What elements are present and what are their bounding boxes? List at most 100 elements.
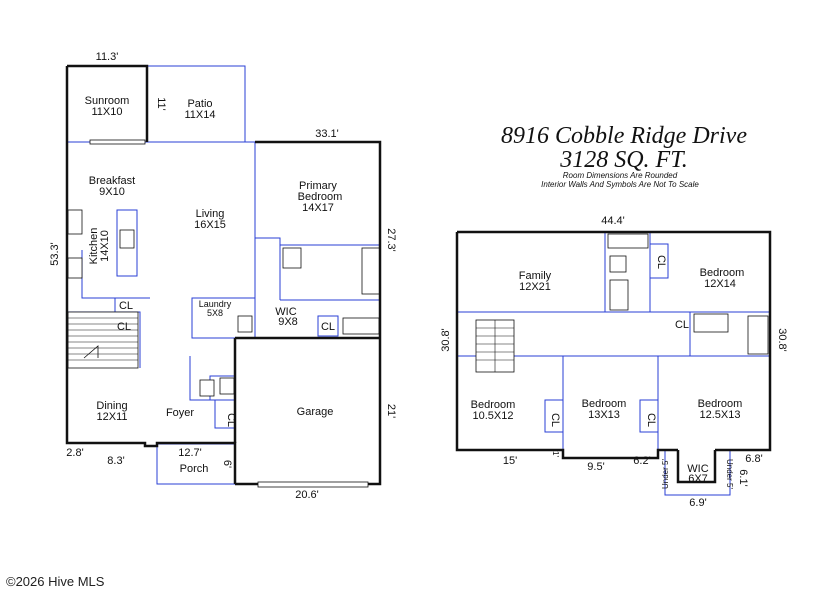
dim-label: 20.6' [295,489,319,501]
bedroom2-name: Bedroom [471,399,516,411]
dim-label: 33.1' [315,128,339,140]
sunroom-slider-door [89,139,146,145]
wall-foyer-closet [214,400,235,429]
garage-door [257,481,369,488]
primary-size: 14X17 [302,202,334,214]
laundry-name: Laundry [199,299,232,309]
vanity-icon-3 [693,313,729,333]
dim-label: 6' [221,460,233,468]
dining-size: 12X11 [97,411,128,423]
wall-wic-ext [676,450,717,484]
under-5-label: Under 5' [661,459,670,489]
dim-label: 44.4' [601,215,625,227]
dim-label: 27.3' [385,228,397,252]
toilet-icon [282,247,302,269]
dim-label: 8.3' [107,455,124,467]
bathtub-icon [607,233,649,249]
family-size: 12X21 [519,281,551,293]
sunroom-name: Sunroom [85,95,130,107]
wic-name: WIC [275,306,296,318]
sqft-title: 3128 SQ. FT. [559,147,688,173]
breakfast-name: Breakfast [89,175,135,187]
family-name: Family [519,270,552,282]
dining-name: Dining [96,400,127,412]
laundry-size: 5X8 [207,308,223,318]
fridge-icon [67,209,83,235]
shower-icon [342,317,380,335]
bedroom1-name: Bedroom [700,267,745,279]
bedroom1-size: 12X14 [704,278,736,290]
closet-label: CL [549,413,561,427]
porch-name: Porch [180,463,209,475]
bed3-closet-outline [639,399,659,433]
dim-label: 15' [503,455,517,467]
patio-name: Patio [187,98,212,110]
first-floor-plan: Sunroom 11X10 Patio 11X14 Breakfast 9X10… [49,51,397,501]
primary-closet-outline [317,315,339,337]
wic-size: 9X8 [278,316,298,328]
wic2-size: 6X7 [688,473,708,485]
dim-label: 2.8' [66,447,83,459]
stairs-first-floor [67,311,139,369]
bed2-closet-outline [544,399,564,433]
dim-label: 6.8' [745,453,762,465]
dim-label: 6.9' [689,497,706,509]
note-scale: Interior Walls And Symbols Are Not To Sc… [541,180,699,189]
living-size: 16X15 [194,219,226,231]
closet-label: CL [675,319,689,331]
bedroom4-size: 12.5X13 [700,409,741,421]
toilet-icon-2 [609,255,627,273]
title-block: 8916 Cobble Ridge Drive 3128 SQ. FT. Roo… [501,123,747,189]
washer-icon [237,315,253,333]
dim-label: 12.7' [178,447,202,459]
stair-arrow-icon [83,345,99,359]
second-floor-plan: Family 12X21 Bedroom 12X14 Bedroom 10.5X… [440,215,788,509]
closet-label: CL [655,255,667,269]
dim-label: 9.5' [587,461,604,473]
breakfast-size: 9X10 [99,186,125,198]
kitchen-name: Kitchen [88,228,100,265]
foyer-name: Foyer [166,407,194,419]
closet-label: CL [225,413,237,427]
sink-icon [119,229,135,249]
stair-box [67,311,139,369]
wic2-name: WIC [687,463,708,475]
copyright-notice: ©2026 Hive MLS [6,574,105,589]
dim-label: 30.8' [440,328,452,352]
dim-label: 6.1' [737,469,749,486]
laundry-outline [191,297,256,339]
bedroom4-name: Bedroom [698,398,743,410]
wall-sunroom-ext [67,64,149,142]
bedroom3-size: 13X13 [588,409,620,421]
dim-label: 6.2' [633,455,650,467]
powder-toilet-icon [199,379,215,397]
under-5-label: Under 5' [725,459,734,489]
living-name: Living [196,208,225,220]
bed1-closet-outline [649,243,669,279]
vanity-icon [361,247,381,295]
dim-label: 11' [155,97,167,111]
dim-label: 30.8' [776,328,788,352]
wic-blue-outline [664,450,731,496]
closet-label: CL [117,321,131,333]
wall-primary-bath [255,237,281,300]
note-rounded: Room Dimensions Are Rounded [563,171,678,180]
dim-label: 53.3' [49,242,61,266]
closet-label: CL [119,300,133,312]
primary-name-line1: Primary [299,180,337,192]
closet-label: CL [321,321,335,333]
vanity-icon-2 [609,279,629,311]
address-title: 8916 Cobble Ridge Drive [501,123,747,149]
bedroom3-name: Bedroom [582,398,627,410]
kitchen-size: 14X10 [99,230,111,262]
patio-size: 11X14 [185,109,216,121]
sunroom-size: 11X10 [92,106,123,118]
primary-name-line2: Bedroom [298,191,343,203]
closet-label: CL [645,413,657,427]
wall-left-ext [65,66,237,484]
dim-label: 11.3' [96,51,119,63]
patio-outline [147,65,246,142]
bathtub-icon-2 [747,315,769,355]
